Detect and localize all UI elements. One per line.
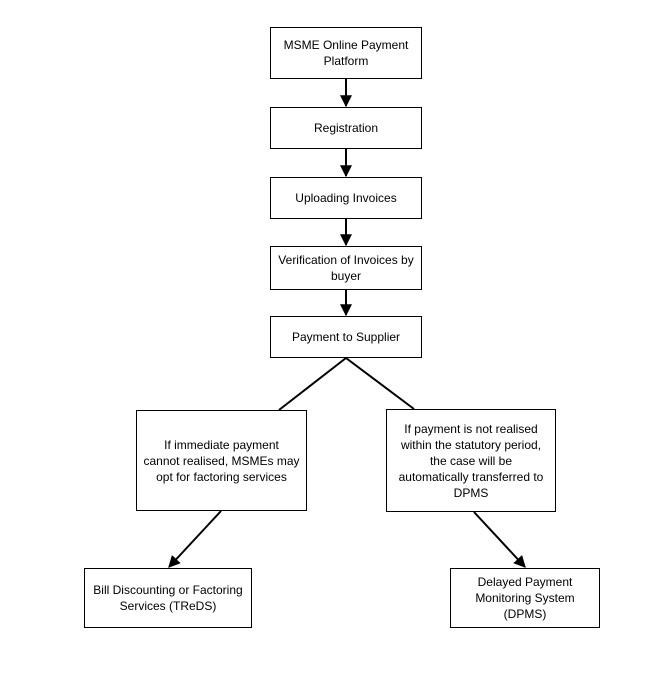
node-label: Bill Discounting or Factoring Services (… [93,583,243,613]
node-label: Delayed Payment Monitoring System (DPMS) [475,575,575,621]
node-label: Registration [313,121,379,135]
node-label: If payment is not realised within the st… [398,421,544,500]
node-immediate-payment-condition: If immediate payment cannot realised, MS… [136,410,307,511]
node-label: Uploading Invoices [295,191,397,205]
node-label: Verification of Invoices by buyer [278,253,414,283]
arrow-immediate-to-bill-discounting [168,510,222,568]
node-payment-to-supplier: Payment to Supplier [270,316,422,358]
line-payment-to-not-realised [345,357,415,410]
arrow-not-realised-to-dpms [473,511,526,568]
node-label: Payment to Supplier [291,330,401,344]
node-msme-online-payment-platform: MSME Online Payment Platform [270,27,422,79]
node-label: MSME Online Payment Platform [283,38,409,68]
node-payment-not-realised-condition: If payment is not realised within the st… [386,409,556,512]
node-registration: Registration [270,107,422,149]
line-payment-to-immediate [278,357,347,411]
node-delayed-payment-monitoring-system: Delayed Payment Monitoring System (DPMS) [450,568,600,628]
node-label: If immediate payment cannot realised, MS… [143,437,300,484]
node-uploading-invoices: Uploading Invoices [270,177,422,219]
node-bill-discounting-treds: Bill Discounting or Factoring Services (… [84,568,252,628]
node-verification-of-invoices: Verification of Invoices by buyer [270,246,422,290]
